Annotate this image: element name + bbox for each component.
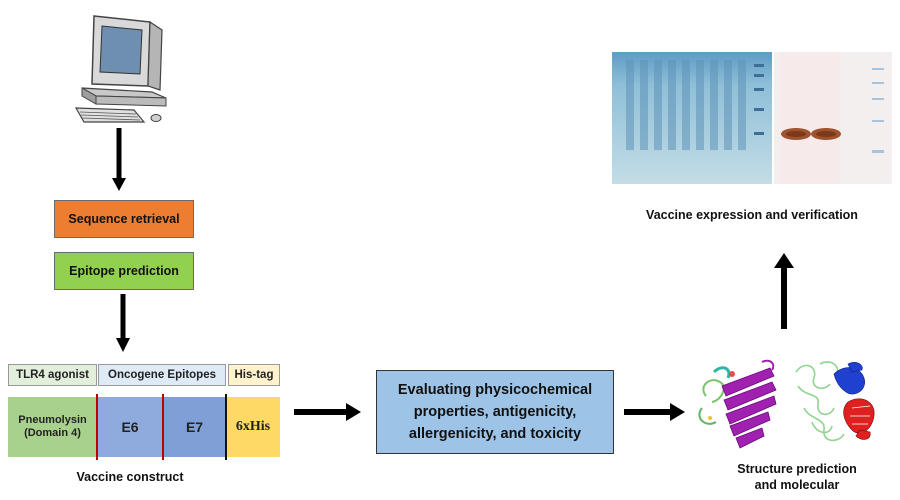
header-oncogene-epitopes: Oncogene Epitopes [98, 364, 226, 386]
protein-structure-image-1 [698, 359, 777, 449]
segment-e7: E7 [163, 397, 226, 457]
divider-red-2 [162, 394, 164, 460]
evaluation-line2: properties, antigenicity, [413, 404, 577, 420]
sds-page-gel-image [612, 52, 772, 184]
structure-caption-line2: and molecular [754, 478, 840, 492]
vaccine-construct-caption: Vaccine construct [76, 470, 184, 484]
protein-structure-image-2 [795, 361, 875, 442]
arrow-right-1 [294, 403, 361, 421]
pneumolysin-label-line1: Pneumolysin [18, 414, 87, 426]
divider-black [225, 394, 227, 460]
structure-caption: Structure prediction and molecular [722, 461, 872, 493]
header-his-tag: His-tag [228, 364, 280, 386]
arrow-down-2 [116, 294, 130, 352]
evaluation-box: Evaluating physicochemical properties, a… [376, 370, 614, 454]
epitope-prediction-box: Epitope prediction [54, 252, 194, 290]
epitope-prediction-label: Epitope prediction [69, 264, 179, 278]
divider-red-1 [96, 394, 98, 460]
pneumolysin-label-line2: (Domain 4) [24, 427, 81, 439]
computer-icon [74, 15, 167, 123]
arrow-right-2 [624, 403, 685, 421]
expression-caption: Vaccine expression and verification [646, 208, 858, 222]
arrow-up [774, 253, 794, 329]
header-tlr4-agonist: TLR4 agonist [8, 364, 97, 386]
evaluation-line3: allergenicity, and toxicity [408, 426, 582, 442]
sequence-retrieval-box: Sequence retrieval [54, 200, 194, 238]
segment-pneumolysin: Pneumolysin (Domain 4) [8, 397, 97, 457]
evaluation-line1: Evaluating physicochemical [397, 382, 593, 398]
segment-e6: E6 [97, 397, 163, 457]
arrow-down-1 [112, 128, 126, 191]
western-blot-image [774, 52, 892, 184]
sequence-retrieval-label: Sequence retrieval [68, 212, 180, 226]
segment-6xhis: 6xHis [226, 397, 280, 457]
structure-caption-line1: Structure prediction [737, 462, 857, 476]
